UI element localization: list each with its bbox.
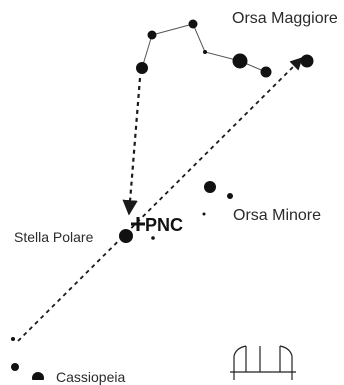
star (32, 372, 44, 380)
star (204, 181, 216, 193)
pnc-label: PNC (145, 215, 184, 235)
pointer-arrow (122, 77, 142, 216)
star (11, 337, 15, 341)
star (260, 66, 272, 78)
star (202, 212, 206, 216)
polaris-label: Stella Polare (14, 229, 94, 245)
star (227, 193, 233, 199)
ursa-major-outline (141, 23, 267, 73)
star (147, 30, 157, 40)
star (119, 229, 133, 243)
star (203, 50, 207, 54)
ursa-major-line (151, 23, 267, 73)
star (188, 19, 198, 29)
ursa-major-label: Orsa Maggiore (232, 10, 338, 27)
star (232, 53, 248, 69)
star (300, 54, 314, 68)
alignment-line (17, 57, 303, 342)
star (151, 236, 155, 240)
pnc-cross-icon (131, 217, 145, 231)
ursa-minor-label: Orsa Minore (233, 207, 322, 224)
cassiopeia-label: Cassiopeia (56, 369, 126, 385)
star (11, 363, 19, 371)
telescope-outline (230, 345, 296, 380)
star (136, 62, 148, 74)
